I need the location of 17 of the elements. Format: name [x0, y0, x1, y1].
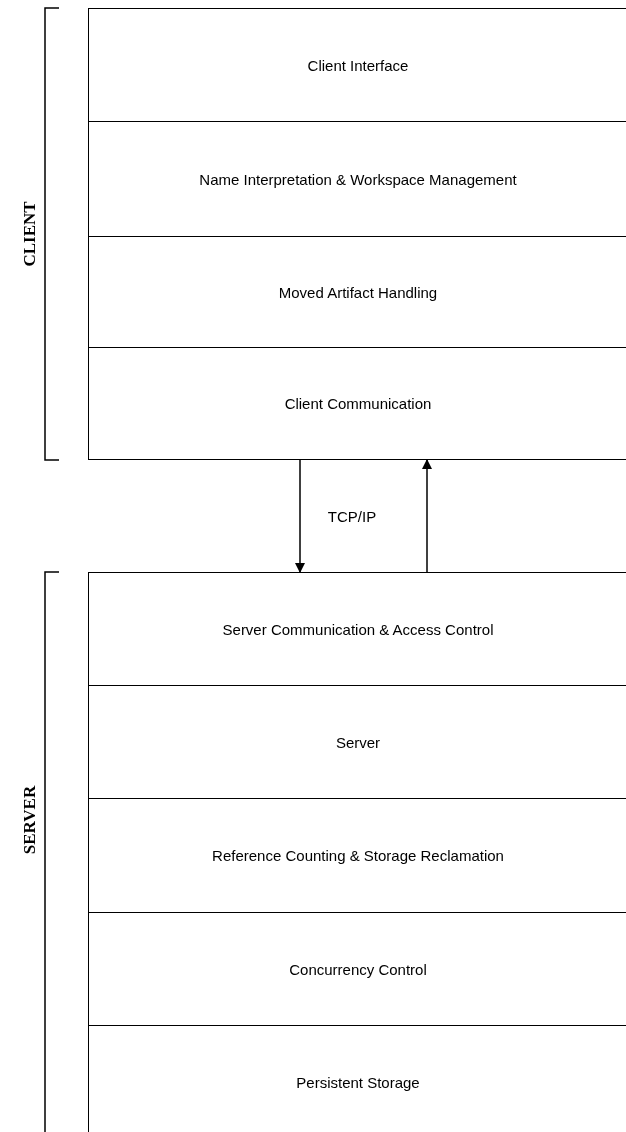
layer-label: Server Communication & Access Control: [222, 620, 494, 638]
layer-label: Reference Counting & Storage Reclamation: [212, 847, 504, 864]
layer-label: Client Interface: [307, 56, 409, 74]
group-label: CLIENT: [20, 201, 40, 267]
layer-box: [88, 347, 626, 460]
arrow: [422, 459, 432, 573]
arrow: [295, 459, 305, 573]
layer-label: Client Communication: [284, 395, 432, 412]
group-label: SERVER: [20, 785, 40, 855]
layer-box: [88, 572, 626, 686]
layer-label: Concurrency Control: [289, 960, 427, 978]
protocol-label: TCP/IP: [327, 507, 377, 525]
layer-label: Moved Artifact Handling: [278, 283, 438, 301]
layer-label: Name Interpretation & Workspace Management: [199, 170, 517, 188]
layer-label: Persistent Storage: [296, 1074, 420, 1091]
layer-box: [88, 8, 626, 122]
layer-label: Server: [335, 733, 381, 751]
